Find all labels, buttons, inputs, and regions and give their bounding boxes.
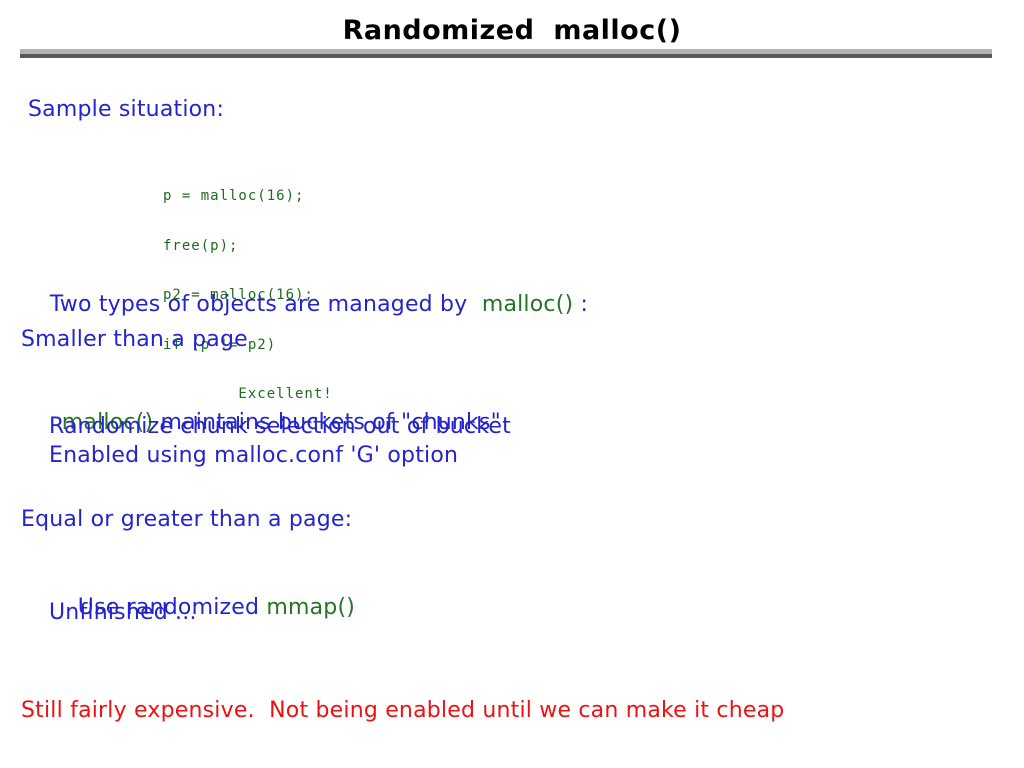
smaller-heading: Smaller than a page bbox=[21, 327, 248, 352]
two-types-line: Two types of objects are managed by mall… bbox=[21, 267, 588, 342]
code-line: Excellent! bbox=[163, 386, 333, 402]
mmap-pre-text: Use randomized bbox=[77, 595, 267, 620]
footer-warning: Still fairly expensive. Not being enable… bbox=[21, 698, 785, 723]
title-divider-dark bbox=[20, 54, 992, 58]
malloc-keyword: malloc() bbox=[61, 410, 154, 435]
buckets-line: malloc() maintains buckets of "chunks" bbox=[33, 385, 501, 460]
slide-title: Randomized malloc() bbox=[342, 15, 682, 46]
code-line: free(p); bbox=[163, 237, 239, 254]
randomize-line: Randomize chunk selection out of bucket bbox=[49, 414, 511, 439]
sample-situation-label: Sample situation: bbox=[28, 97, 225, 122]
malloc-keyword: malloc() bbox=[481, 292, 574, 317]
two-types-post-text: : bbox=[573, 292, 589, 317]
title-divider bbox=[20, 49, 992, 58]
unfinished-line: Unfinished ... bbox=[49, 600, 197, 625]
enabled-line: Enabled using malloc.conf 'G' option bbox=[49, 443, 459, 468]
larger-heading: Equal or greater than a page: bbox=[21, 507, 353, 532]
code-line: p = malloc(16); bbox=[163, 188, 305, 204]
title-divider-light bbox=[20, 49, 992, 54]
two-types-pre-text: Two types of objects are managed by bbox=[49, 292, 482, 317]
code-line: if (p != p2) bbox=[163, 336, 277, 353]
mmap-keyword: mmap() bbox=[266, 595, 356, 620]
code-line: p2 = malloc(16); bbox=[163, 287, 314, 303]
buckets-text: maintains buckets of "chunks" bbox=[153, 410, 501, 435]
mmap-line: Use randomized mmap() bbox=[49, 570, 355, 645]
code-block: p = malloc(16); free(p); p2 = malloc(16)… bbox=[163, 155, 333, 436]
